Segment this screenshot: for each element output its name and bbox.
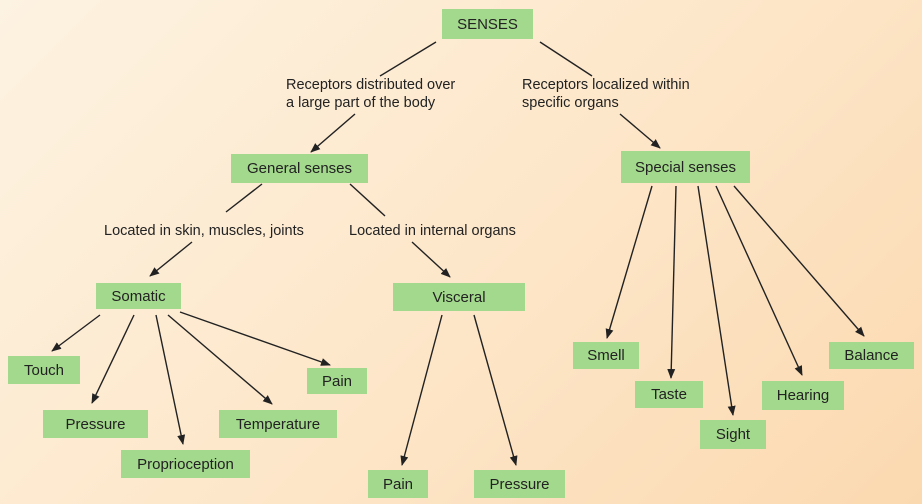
edge-visceral-pain (400, 314, 443, 466)
edge-senses-general-top (379, 41, 437, 77)
edge-somatic-proprioception (155, 314, 186, 445)
edge-to-general (310, 113, 356, 153)
label-distributed-line2: a large part of the body (286, 95, 436, 111)
node-somatic: Somatic (96, 283, 181, 309)
node-pressure-somatic: Pressure (43, 410, 148, 438)
edge-special-smell (605, 185, 653, 339)
edge-general-internal-top (349, 183, 386, 217)
edge-general-skin-top (225, 183, 263, 213)
edge-somatic-temperature (167, 314, 273, 405)
node-visceral: Visceral (393, 283, 525, 311)
node-pressure-visceral: Pressure (474, 470, 565, 498)
edge-visceral-pressure (473, 314, 518, 466)
edge-somatic-pain (179, 311, 331, 366)
node-senses: SENSES (442, 9, 533, 39)
node-balance: Balance (829, 342, 914, 369)
node-special-senses: Special senses (621, 151, 750, 183)
edge-somatic-pressure (91, 314, 135, 404)
edge-to-special (619, 113, 661, 149)
label-localized-line2: specific organs (522, 95, 619, 111)
label-localized: Receptors localized within specific orga… (522, 76, 690, 112)
edge-senses-special-top (539, 41, 593, 77)
node-touch: Touch (8, 356, 80, 384)
node-taste: Taste (635, 381, 703, 408)
edge-to-somatic (149, 241, 193, 277)
edge-somatic-touch (51, 314, 101, 352)
node-sight: Sight (700, 420, 766, 449)
label-distributed-line1: Receptors distributed over (286, 77, 456, 93)
label-skin-muscles-joints: Located in skin, muscles, joints (104, 223, 304, 239)
node-temperature: Temperature (219, 410, 337, 438)
node-proprioception: Proprioception (121, 450, 250, 478)
node-pain-visceral: Pain (368, 470, 428, 498)
node-smell: Smell (573, 342, 639, 369)
node-hearing: Hearing (762, 381, 844, 410)
edge-special-balance (733, 185, 865, 337)
edge-special-sight (697, 185, 736, 416)
edge-special-taste (667, 185, 677, 379)
label-internal-organs: Located in internal organs (349, 223, 516, 239)
node-pain-somatic: Pain (307, 368, 367, 394)
edge-to-visceral (411, 241, 451, 278)
label-distributed: Receptors distributed over a large part … (286, 76, 455, 112)
label-localized-line1: Receptors localized within (522, 77, 690, 93)
node-general-senses: General senses (231, 154, 368, 183)
edge-special-hearing (715, 185, 803, 376)
